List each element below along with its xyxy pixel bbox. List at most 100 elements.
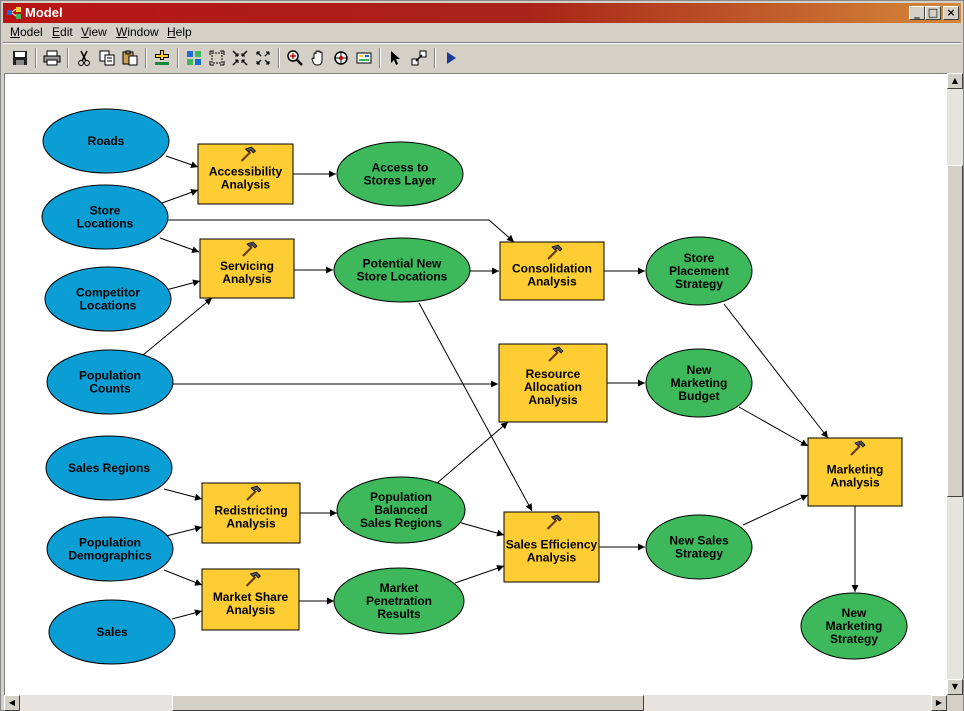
connection-sales-regions-to-redistricting[interactable] <box>163 488 203 501</box>
derived-data-shape <box>333 567 465 635</box>
horizontal-scrollbar[interactable]: ◀ ▶ <box>4 695 947 711</box>
input-data-roads[interactable]: Roads <box>42 108 170 174</box>
connection-potential-new-store-to-sales-efficiency[interactable] <box>418 302 533 512</box>
menu-divider <box>3 42 961 44</box>
toolbar-separator <box>434 48 436 68</box>
vertical-scroll-thumb[interactable] <box>947 165 963 497</box>
connection-store-locations-to-servicing[interactable] <box>159 237 200 253</box>
scroll-left-arrow-icon[interactable]: ◀ <box>4 695 20 711</box>
hammer-icon <box>547 244 563 260</box>
connection-store-locations-to-consolidation[interactable] <box>168 219 515 243</box>
connection-competitor-locations-to-servicing[interactable] <box>165 279 201 291</box>
cut-icon[interactable] <box>73 47 95 69</box>
close-button[interactable]: × <box>943 6 959 20</box>
input-data-shape <box>45 435 173 501</box>
copy-icon[interactable] <box>96 47 118 69</box>
menu-help[interactable]: Help <box>167 25 192 39</box>
select-icon[interactable] <box>385 47 407 69</box>
process-label: Analysis <box>226 603 276 617</box>
menu-model[interactable]: Model <box>10 25 43 39</box>
input-data-sales-regions[interactable]: Sales Regions <box>45 435 173 501</box>
zoom-in-icon[interactable] <box>284 47 306 69</box>
menu-view[interactable]: View <box>81 25 107 39</box>
zoom-in-fixed-icon[interactable] <box>229 47 251 69</box>
save-icon[interactable] <box>9 47 31 69</box>
process-label: Resource <box>526 367 581 381</box>
menu-window[interactable]: Window <box>116 25 159 39</box>
derived-data-shape <box>645 236 753 306</box>
scroll-up-arrow-icon[interactable]: ▲ <box>947 73 963 89</box>
maximize-button[interactable]: □ <box>925 6 941 20</box>
input-data-sales[interactable]: Sales <box>48 599 176 665</box>
properties-icon[interactable] <box>353 47 375 69</box>
derived-data-shape <box>336 476 466 544</box>
input-data-label: Sales <box>96 625 128 639</box>
minimize-button[interactable]: _ <box>909 6 925 20</box>
connection-new-marketing-budget-to-marketing[interactable] <box>738 406 809 447</box>
connect-icon[interactable] <box>408 47 430 69</box>
connection-market-penetration-to-sales-efficiency[interactable] <box>454 564 505 584</box>
print-icon[interactable] <box>41 47 63 69</box>
connection-new-sales-strategy-to-marketing[interactable] <box>742 494 809 526</box>
paste-icon[interactable] <box>119 47 141 69</box>
connection-population-balanced-to-sales-efficiency[interactable] <box>457 521 505 537</box>
vertical-scrollbar[interactable]: ▲ ▼ <box>947 73 963 695</box>
connection-population-counts-to-servicing[interactable] <box>142 297 213 356</box>
horizontal-scroll-thumb[interactable] <box>172 695 644 711</box>
zoom-out-icon[interactable] <box>330 47 352 69</box>
derived-data-label: Penetration <box>366 594 432 608</box>
process-shape <box>197 143 294 205</box>
zoom-out-fixed-icon[interactable] <box>252 47 274 69</box>
derived-data-label: Placement <box>669 264 729 278</box>
connection-store-locations-to-accessibility[interactable] <box>161 189 199 204</box>
connection-roads-to-accessibility[interactable] <box>165 155 199 169</box>
nodes-layer: RoadsStoreLocationsCompetitorLocationsPo… <box>41 108 908 665</box>
derived-data-label: Potential New <box>363 257 442 271</box>
title-bar[interactable]: Model _ □ × <box>3 3 961 23</box>
scroll-down-arrow-icon[interactable]: ▼ <box>947 679 963 695</box>
scroll-right-arrow-icon[interactable]: ▶ <box>931 695 947 711</box>
derived-data-label: Store <box>684 251 715 265</box>
run-icon[interactable] <box>440 47 462 69</box>
process-shape <box>499 241 605 301</box>
menu-window-label: indow <box>127 25 159 39</box>
process-label: Analysis <box>830 476 880 490</box>
derived-data-label: Strategy <box>675 277 723 291</box>
derived-data-label: Stores Layer <box>364 174 437 188</box>
connection-store-placement-to-marketing[interactable] <box>723 303 829 439</box>
full-extent-icon[interactable] <box>206 47 228 69</box>
menu-edit[interactable]: Edit <box>52 25 73 39</box>
derived-data-label: New <box>842 606 867 620</box>
connection-population-demographics-to-redistricting[interactable] <box>165 525 203 537</box>
input-data-label: Population <box>79 369 141 383</box>
pan-icon[interactable] <box>307 47 329 69</box>
toolbar-separator <box>379 48 381 68</box>
connection-sales-to-market-share[interactable] <box>171 609 203 620</box>
process-shape <box>201 568 300 631</box>
grid-icon[interactable] <box>183 47 205 69</box>
connection-population-demographics-to-market-share[interactable] <box>163 569 203 586</box>
add-data-icon[interactable] <box>151 47 173 69</box>
connection-population-balanced-to-resource-allocation[interactable] <box>435 421 509 485</box>
